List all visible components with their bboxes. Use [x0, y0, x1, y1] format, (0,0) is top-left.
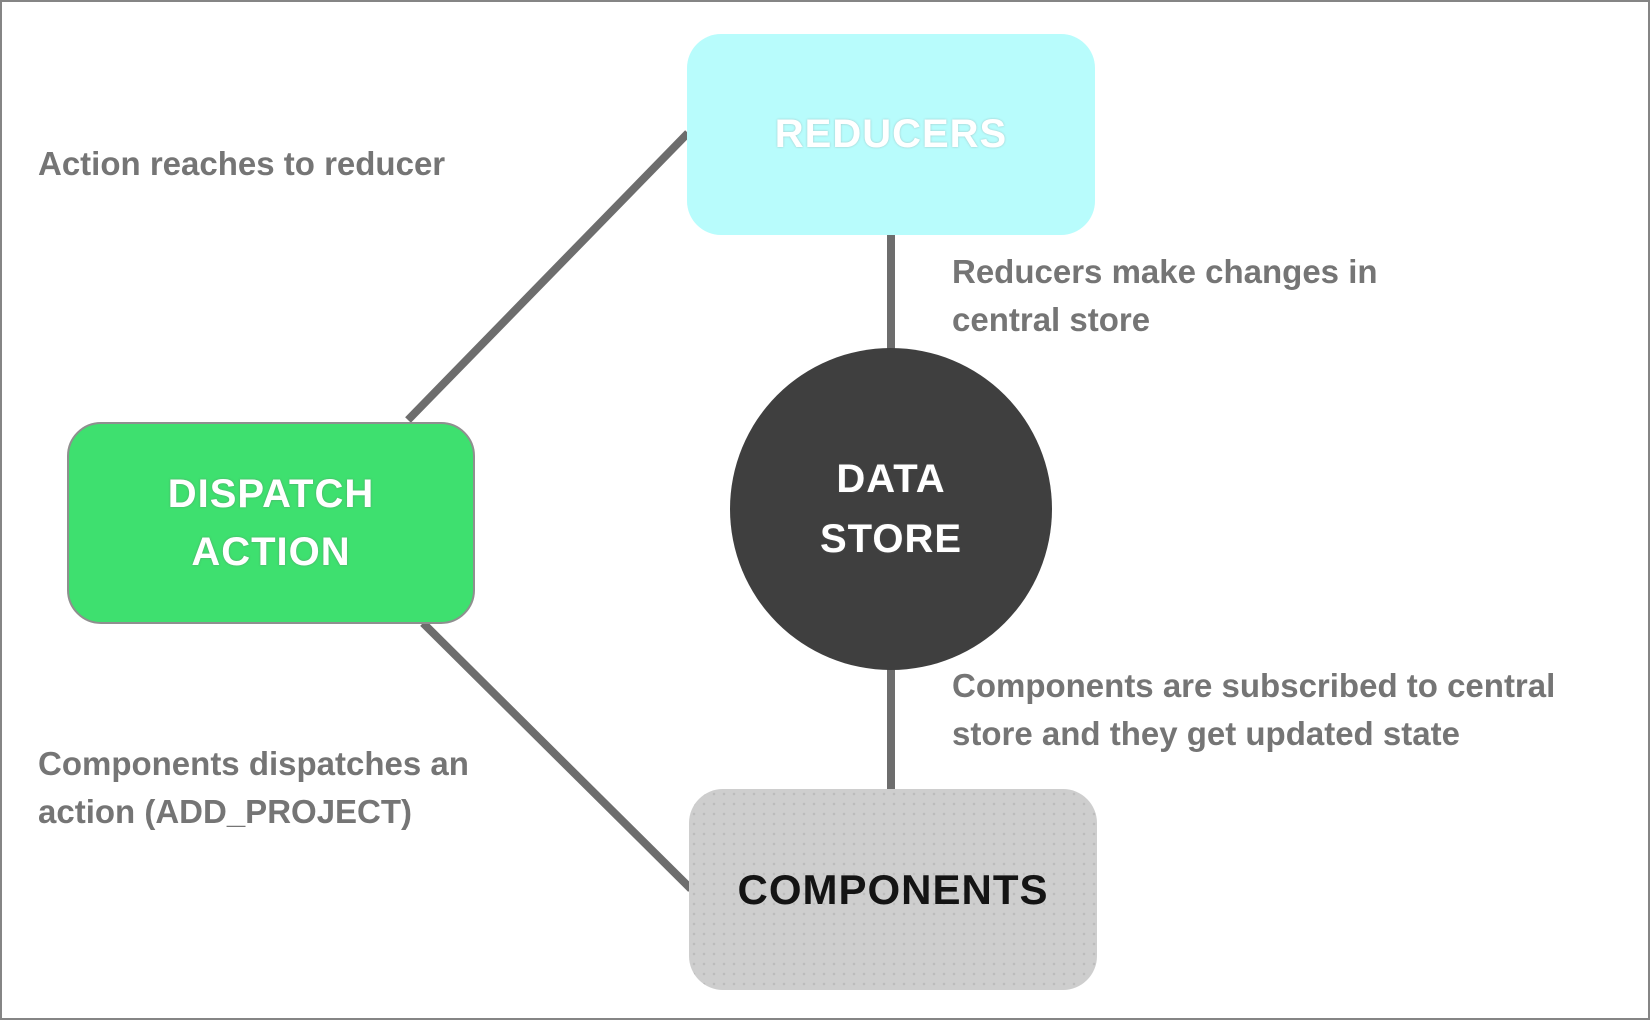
- node-components-label: COMPONENTS: [737, 865, 1049, 913]
- annotation-line: action (ADD_PROJECT): [38, 793, 413, 830]
- annotation-line: central store: [952, 301, 1151, 338]
- connector-dispatch-to-components: [420, 620, 694, 892]
- annotation-line: Components dispatches an: [38, 745, 469, 782]
- annotation-components-dispatches: Components dispatches an action (ADD_PRO…: [38, 740, 469, 836]
- annotation-components-subscribed: Components are subscribed to central sto…: [952, 662, 1555, 758]
- node-dispatch-action-label-line1: DISPATCH: [167, 472, 375, 516]
- connector-dispatch-to-reducers: [405, 130, 691, 423]
- annotation-line: Action reaches to reducer: [38, 145, 446, 182]
- node-data-store-label-line1: DATA: [836, 457, 946, 501]
- node-components: COMPONENTS: [689, 789, 1097, 990]
- annotation-action-reaches-reducer: Action reaches to reducer: [38, 140, 445, 188]
- node-dispatch-action: DISPATCH ACTION: [67, 422, 475, 624]
- node-reducers: REDUCERS: [687, 34, 1095, 235]
- annotation-line: store and they get updated state: [952, 715, 1460, 752]
- annotation-reducers-make-changes: Reducers make changes in central store: [952, 248, 1378, 344]
- annotation-line: Components are subscribed to central: [952, 667, 1556, 704]
- node-dispatch-action-label-line2: ACTION: [191, 530, 351, 574]
- node-data-store-label-line2: STORE: [819, 517, 963, 561]
- annotation-line: Reducers make changes in: [952, 253, 1378, 290]
- node-data-store: DATA STORE: [730, 348, 1052, 670]
- node-reducers-label: REDUCERS: [774, 112, 1008, 156]
